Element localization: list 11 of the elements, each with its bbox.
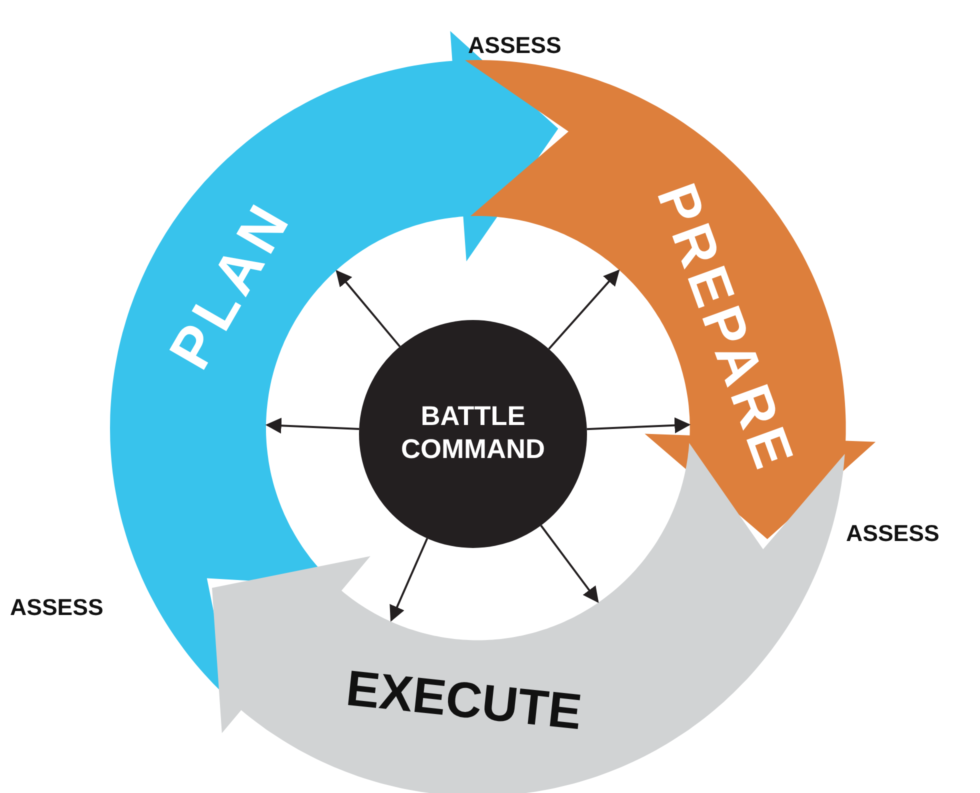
arrow — [265, 418, 360, 434]
assess-label: ASSESS — [846, 522, 940, 545]
arrow — [390, 538, 428, 622]
assess-label: ASSESS — [10, 596, 104, 619]
arrow — [540, 524, 599, 603]
arrow — [548, 270, 620, 350]
phase-label: EXECUTE — [344, 662, 584, 737]
arrow — [336, 270, 401, 348]
assess-label: ASSESS — [468, 34, 562, 57]
arrow — [586, 417, 691, 434]
center-label: BATTLE COMMAND — [400, 400, 546, 466]
